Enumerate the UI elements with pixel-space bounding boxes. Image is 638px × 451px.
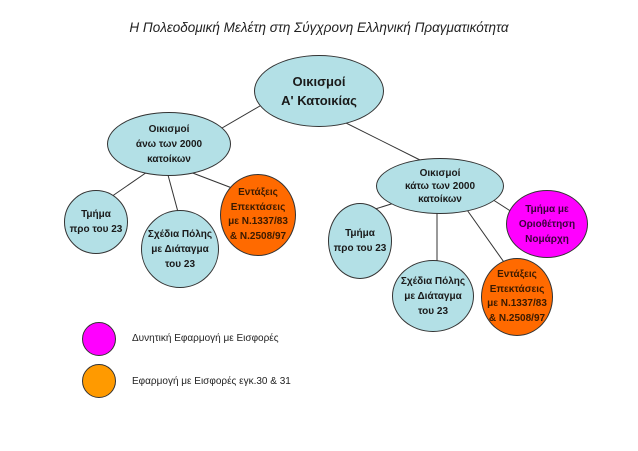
legend-label-applied: Εφαρμογή με Εισφορές εγκ.30 & 31 — [132, 376, 291, 387]
node-left-pre-23: Τμήμα προ του 23 — [64, 190, 128, 254]
legend-label-potential: Δυνητική Εφαρμογή με Εισφορές — [132, 333, 279, 344]
node-right-pre-23: Τμήμα προ του 23 — [328, 203, 392, 279]
link-over2000-plan — [167, 174, 179, 213]
node-left-town-plan: Σχέδια Πόλης με Διάταγμα του 23 — [141, 210, 219, 288]
node-right-inclusions: Εντάξεις Επεκτάσεις με Ν.1337/83 & Ν.250… — [481, 258, 553, 336]
legend-swatch-applied — [82, 364, 116, 398]
node-left-inclusions: Εντάξεις Επεκτάσεις με Ν.1337/83 & Ν.250… — [220, 174, 296, 256]
link-over2000-incl — [189, 171, 233, 189]
node-root: Οικισμοί Α' Κατοικίας — [254, 55, 384, 127]
diagram-title: Η Πολεοδομική Μελέτη στη Σύγχρονη Ελληνι… — [129, 20, 509, 35]
link-root-under2000 — [339, 119, 421, 161]
node-over-2000: Οικισμοί άνω των 2000 κατοίκων — [107, 112, 231, 176]
node-right-town-plan: Σχέδια Πόλης με Διάταγμα του 23 — [392, 260, 474, 332]
link-root-over2000 — [221, 102, 266, 129]
node-right-prefect-boundary: Τμήμα με Οριοθέτηση Νομάρχη — [506, 190, 588, 258]
node-under-2000: Οικισμοί κάτω των 2000 κατοίκων — [376, 158, 504, 214]
legend-swatch-potential — [82, 322, 116, 356]
